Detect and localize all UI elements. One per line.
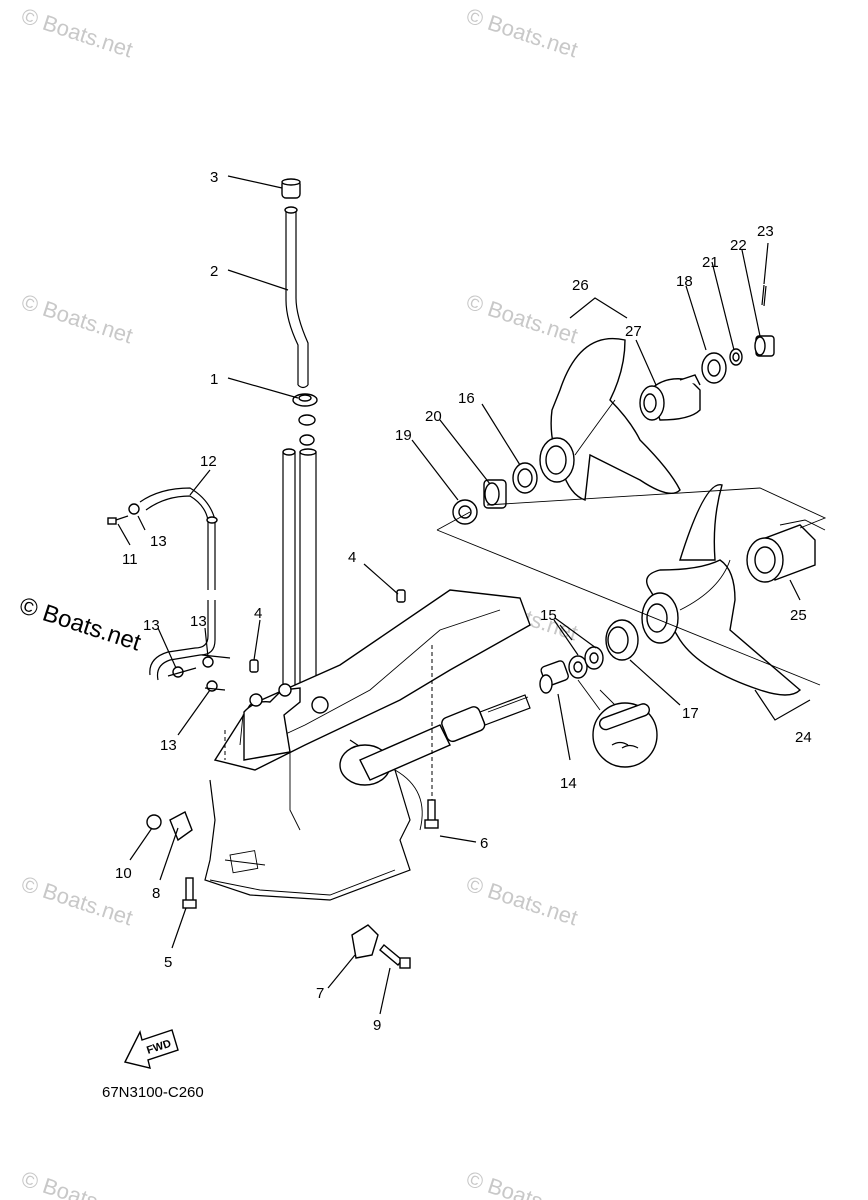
callout-21: 21 — [702, 254, 719, 271]
lower-casing — [204, 589, 531, 901]
callout-15: 15 — [540, 607, 557, 624]
callout-13: 13 — [143, 617, 160, 634]
part-18-washer — [701, 352, 727, 384]
callout-11: 12 — [200, 453, 217, 470]
callout-13: 13 — [150, 533, 167, 550]
watermark: © Boats.net — [18, 1166, 135, 1200]
part-12-13-clips — [107, 503, 231, 692]
callout-9: 9 — [373, 1017, 381, 1034]
bracket-26 — [569, 297, 628, 319]
callout-25: 25 — [790, 607, 807, 624]
watermark: © Boats.net — [463, 3, 580, 62]
callout-7: 7 — [316, 985, 324, 1002]
watermark: © Boats.net — [18, 3, 135, 62]
callout-13: 13 — [160, 737, 177, 754]
callout-14: 14 — [560, 775, 577, 792]
callout-8: 8 — [152, 885, 160, 902]
dashed-guides — [224, 645, 433, 800]
part-16-spacer — [512, 462, 538, 494]
callout-22: 22 — [730, 237, 747, 254]
part-5-bolt — [182, 877, 197, 909]
part-11-hose — [139, 487, 218, 681]
part-27-hub — [639, 374, 701, 421]
callout-18: 18 — [676, 273, 693, 290]
drive-shafts — [282, 448, 317, 690]
bracket-25 — [789, 579, 801, 601]
callout-4: 4 — [348, 549, 356, 566]
part-22-nut — [754, 335, 775, 357]
part-4-plug-left — [249, 659, 259, 673]
part-23-cotter-pin — [761, 284, 767, 307]
leader-lines — [117, 175, 769, 1015]
part-2-water-tube — [284, 206, 309, 389]
callout-12: 11 — [122, 551, 138, 568]
part-7-anode — [351, 924, 379, 959]
callout-3: 3 — [210, 169, 218, 186]
fwd-arrow-icon: FWD — [123, 1029, 179, 1069]
watermark: © Boats.net — [463, 871, 580, 930]
callout-23: 23 — [757, 223, 774, 240]
callout-6: 6 — [480, 835, 488, 852]
part-9-bolt — [379, 944, 411, 969]
callout-24: 24 — [795, 729, 812, 746]
part-3-grommet — [281, 178, 301, 199]
group-outline — [436, 487, 827, 686]
callout-10: 10 — [115, 865, 132, 882]
part-6-bolt — [424, 799, 439, 829]
part-20-nut — [483, 479, 507, 509]
callout-5: 5 — [164, 954, 172, 971]
part-25-bushing — [746, 519, 826, 583]
callout-27: 27 — [625, 323, 642, 340]
callout-13: 13 — [190, 613, 207, 630]
watermark-dark: © Boats.net — [16, 592, 144, 657]
watermark: © Boats.net — [18, 289, 135, 348]
callout-labels: 3 2 1 4 4 12 13 11 13 13 13 6 10 8 5 7 9… — [115, 169, 812, 1034]
part-10-nut — [146, 814, 162, 830]
part-8-anode — [169, 811, 193, 842]
callout-17: 17 — [682, 705, 699, 722]
part-4-dowel-right — [396, 589, 406, 603]
part-1-seal — [292, 393, 318, 446]
bracket-24 — [754, 689, 811, 721]
callout-1: 1 — [210, 371, 218, 388]
bracket-15 — [559, 624, 573, 641]
part-19-tab-washer — [452, 499, 478, 525]
part-14-bushing — [539, 660, 569, 694]
callout-19: 19 — [395, 427, 412, 444]
watermark: © Boats.net — [463, 289, 580, 348]
propeller-shaft — [359, 694, 531, 781]
callout-16: 16 — [458, 390, 475, 407]
diagram-code: 67N3100-C260 — [102, 1084, 204, 1101]
part-15-washers — [568, 646, 604, 679]
detail-inset — [577, 679, 658, 768]
part-17-spacer — [605, 619, 639, 661]
callout-26: 26 — [572, 277, 589, 294]
callout-4: 4 — [254, 605, 262, 622]
callout-20: 20 — [425, 408, 442, 425]
part-21-washer — [729, 348, 743, 366]
part-26-propeller — [539, 337, 681, 501]
callout-2: 2 — [210, 263, 218, 280]
part-24-propeller — [641, 484, 802, 696]
watermark: © Boats.net — [463, 1166, 580, 1200]
